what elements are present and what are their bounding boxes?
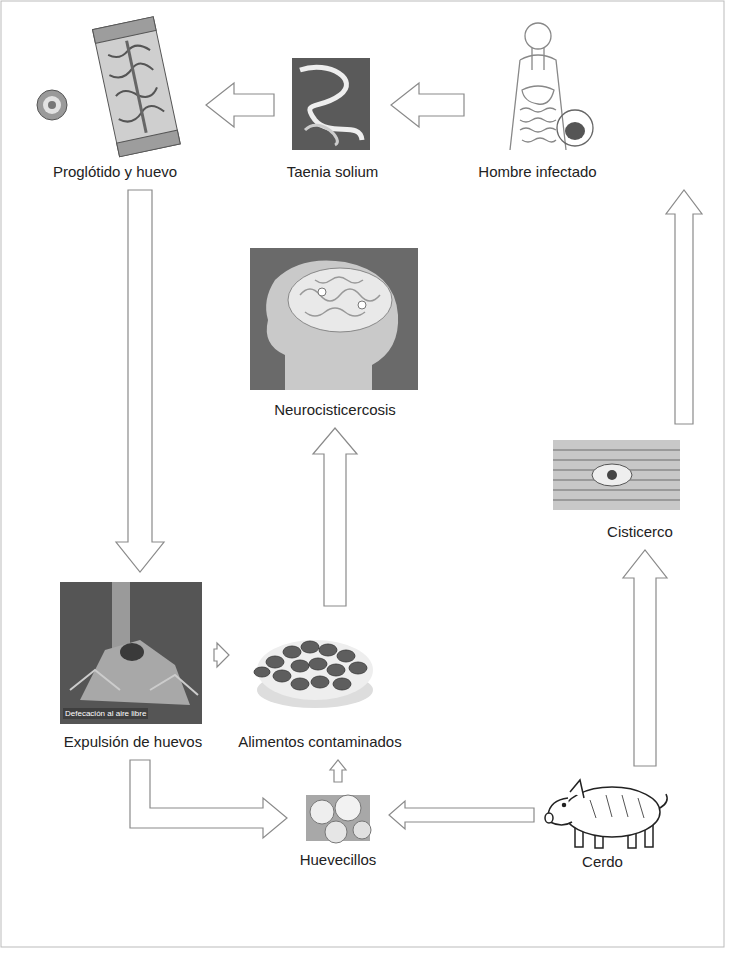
block-arrow: [313, 428, 357, 606]
stage-node: Cerdo: [540, 772, 665, 874]
stage-caption: Proglótido y huevo: [53, 160, 177, 184]
stage-caption: Cisticerco: [607, 520, 673, 544]
stage-node: Taenia solium: [280, 20, 385, 184]
stage-node: Proglótido y huevo: [30, 20, 200, 184]
block-arrow: [666, 190, 702, 424]
stage-caption: Huevecillos: [300, 848, 377, 872]
stage-node: Cisticerco: [545, 430, 695, 544]
block-arrow: [389, 801, 534, 829]
block-arrow: [130, 760, 287, 838]
stage-caption: Cerdo: [582, 850, 623, 874]
stage-caption: Expulsión de huevos: [64, 730, 202, 754]
stage-node: Hombre infectado: [470, 20, 700, 184]
stage-caption: Alimentos contaminados: [238, 730, 401, 754]
block-arrow: [330, 760, 346, 782]
block-arrow: [116, 190, 164, 572]
stage-caption: Hombre infectado: [478, 160, 596, 184]
stage-node: Neurocisticercosis: [245, 245, 425, 422]
block-arrow: [206, 83, 274, 127]
stage-node: Expulsión de huevos: [58, 578, 208, 754]
block-arrow: [391, 83, 464, 127]
block-arrow: [214, 643, 229, 667]
stage-node: Huevecillos: [293, 788, 383, 872]
stage-caption: Taenia solium: [287, 160, 379, 184]
stage-node: Alimentos contaminados: [235, 612, 405, 754]
image-caption-text: Defecación al aire libre: [63, 708, 148, 719]
stage-caption: Neurocisticercosis: [274, 398, 396, 422]
block-arrow: [623, 550, 667, 766]
